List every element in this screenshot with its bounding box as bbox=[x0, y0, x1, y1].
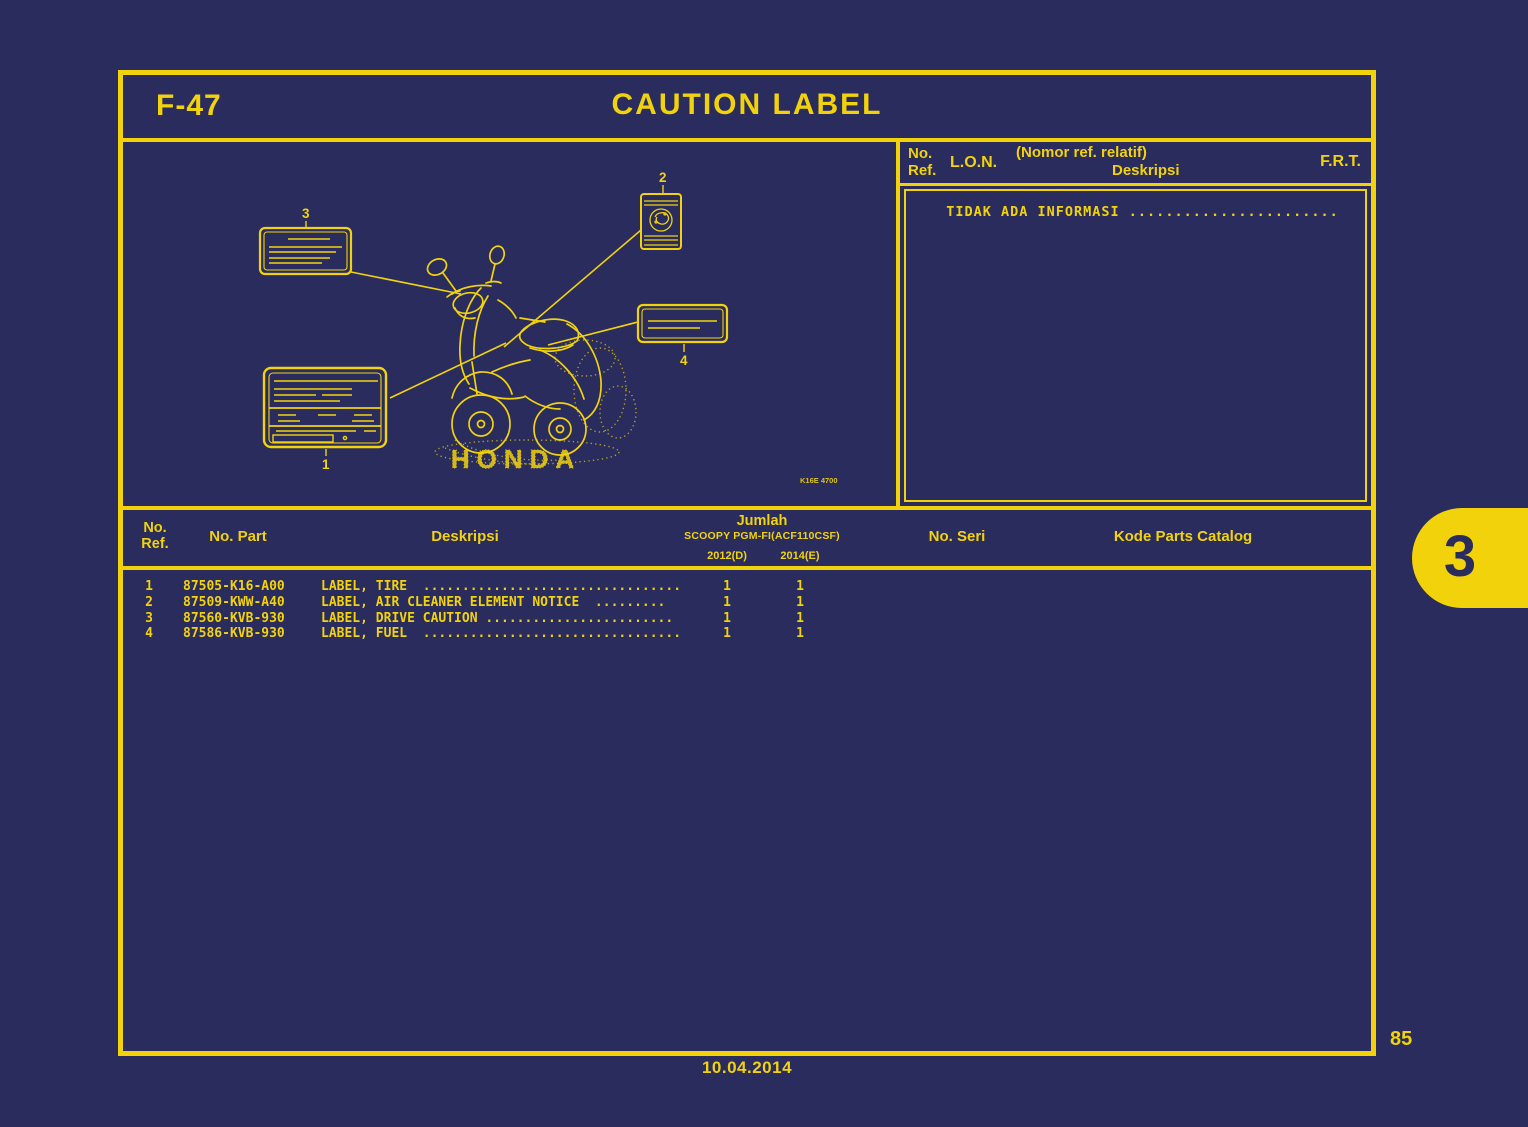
halftone-shading-dots bbox=[434, 339, 637, 465]
qty-2014-cell: 1 bbox=[796, 610, 804, 626]
col-no-part: No. Part bbox=[209, 528, 267, 545]
info-col-lon: L.O.N. bbox=[950, 154, 998, 171]
description-cell: LABEL, TIRE ............................… bbox=[321, 579, 682, 594]
table-row: 2 87509-KWW-A40 LABEL, AIR CLEANER ELEME… bbox=[123, 595, 1371, 611]
col-kode-parts-catalog: Kode Parts Catalog bbox=[1113, 528, 1253, 545]
leader-lines bbox=[350, 229, 642, 399]
part-number-cell: 87586-KVB-930 bbox=[183, 626, 285, 642]
ref-cell: 4 bbox=[145, 626, 153, 642]
description-cell: LABEL, FUEL ............................… bbox=[321, 626, 682, 642]
qty-2014-cell: 1 bbox=[796, 579, 804, 594]
qty-2014-cell: 1 bbox=[796, 594, 804, 610]
page-code: F-47 bbox=[156, 89, 222, 122]
honda-watermark: HONDA bbox=[451, 444, 581, 474]
reference-info-body: TIDAK ADA INFORMASI ....................… bbox=[904, 189, 1367, 502]
page-title: CAUTION LABEL bbox=[611, 88, 883, 121]
content-row: HONDA bbox=[123, 142, 1371, 506]
qty-2012-cell: 1 bbox=[723, 610, 731, 626]
col-no-line1: No. bbox=[143, 520, 167, 536]
page-frame: F-47 CAUTION LABEL HONDA bbox=[118, 70, 1376, 1056]
parts-table-body: 1 87505-K16-A00 LABEL, TIRE ............… bbox=[123, 570, 1371, 1051]
description-cell: LABEL, AIR CLEANER ELEMENT NOTICE ......… bbox=[321, 594, 666, 610]
part-number-cell: 87505-K16-A00 bbox=[183, 579, 285, 594]
callout-numbers bbox=[305, 185, 685, 456]
ref-cell: 2 bbox=[145, 594, 153, 610]
part-number-cell: 87509-KWW-A40 bbox=[183, 594, 285, 610]
label-box-4 bbox=[636, 303, 729, 344]
col-jumlah: Jumlah bbox=[736, 513, 788, 529]
scooter-illustration bbox=[426, 245, 602, 456]
no-information-message: TIDAK ADA INFORMASI ....................… bbox=[946, 204, 1339, 220]
info-col-frt: F.R.T. bbox=[1320, 153, 1361, 170]
info-col-no-line1: No. bbox=[908, 145, 933, 162]
section-tab: 3 bbox=[1412, 508, 1528, 608]
footer-date: 10.04.2014 bbox=[701, 1058, 793, 1077]
col-no-ref: No. Ref. bbox=[135, 520, 175, 552]
table-row: 3 87560-KVB-930 LABEL, DRIVE CAUTION ...… bbox=[123, 611, 1371, 627]
description-cell: LABEL, DRIVE CAUTION ...................… bbox=[321, 610, 674, 626]
reference-info-panel: No. Ref. L.O.N. (Nomor ref. relatif) Des… bbox=[896, 142, 1371, 506]
qty-2012-cell: 1 bbox=[723, 579, 731, 594]
col-no-seri: No. Seri bbox=[928, 528, 986, 545]
col-no-line2: Ref. bbox=[141, 536, 169, 552]
qty-2012-cell: 1 bbox=[723, 626, 731, 642]
caution-label-diagram: HONDA bbox=[258, 170, 838, 485]
info-col-no-ref: No. Ref. bbox=[908, 145, 936, 179]
col-model: SCOOPY PGM-FI(ACF110CSF) bbox=[684, 530, 840, 542]
title-band: F-47 CAUTION LABEL bbox=[123, 75, 1371, 142]
ref-cell: 3 bbox=[145, 610, 153, 626]
callout-1: 1 bbox=[322, 457, 330, 472]
col-jumlah-group: Jumlah SCOOPY PGM-FI(ACF110CSF) 2012(D) … bbox=[652, 513, 872, 562]
parts-table-header: No. Ref. No. Part Deskripsi Jumlah SCOOP… bbox=[123, 506, 1371, 570]
callout-4: 4 bbox=[680, 353, 688, 368]
callout-3: 3 bbox=[302, 206, 310, 221]
reference-info-header: No. Ref. L.O.N. (Nomor ref. relatif) Des… bbox=[900, 142, 1371, 186]
info-col-relative-ref: (Nomor ref. relatif) bbox=[1016, 144, 1147, 161]
col-year-2012: 2012(D) bbox=[707, 550, 747, 562]
table-row: 1 87505-K16-A00 LABEL, TIRE ............… bbox=[123, 579, 1371, 595]
page-number: 85 bbox=[1390, 1028, 1413, 1050]
ref-cell: 1 bbox=[145, 579, 153, 594]
info-col-deskripsi: Deskripsi bbox=[1112, 162, 1180, 179]
col-year-2014: 2014(E) bbox=[780, 550, 820, 562]
qty-2014-cell: 1 bbox=[796, 626, 804, 642]
diagram-panel: HONDA bbox=[123, 142, 896, 506]
label-box-3 bbox=[258, 226, 353, 276]
label-box-2 bbox=[640, 193, 682, 250]
label-box-1 bbox=[262, 366, 388, 449]
drawing-code: K16E 4700 bbox=[800, 476, 838, 485]
table-row: 4 87586-KVB-930 LABEL, FUEL ............… bbox=[123, 626, 1371, 642]
part-number-cell: 87560-KVB-930 bbox=[183, 610, 285, 626]
callout-2: 2 bbox=[659, 170, 667, 185]
info-col-no-line2: Ref. bbox=[908, 162, 937, 179]
qty-2012-cell: 1 bbox=[723, 594, 731, 610]
section-tab-number: 3 bbox=[1443, 524, 1477, 589]
col-deskripsi: Deskripsi bbox=[431, 528, 499, 545]
